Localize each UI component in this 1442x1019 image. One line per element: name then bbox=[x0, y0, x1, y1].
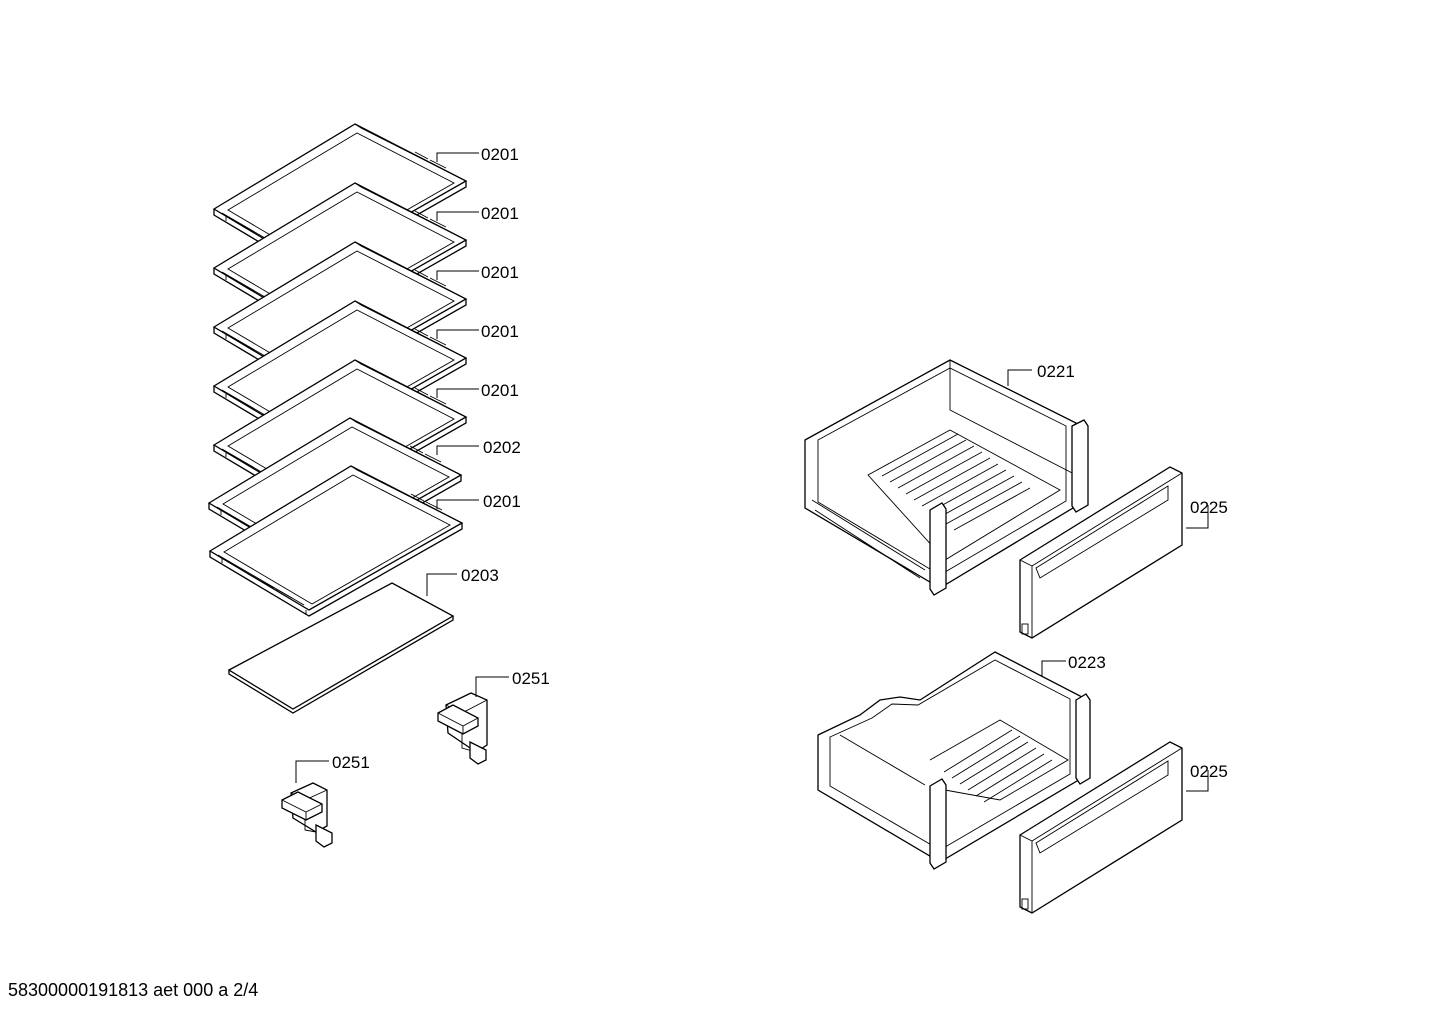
callout-drawer-upper: 0221 bbox=[1037, 362, 1075, 381]
callout-shelf-4: 0201 bbox=[481, 322, 519, 341]
callout-shelf-2: 0201 bbox=[481, 204, 519, 223]
callout-glass-plate: 0203 bbox=[461, 566, 499, 585]
document-id: 58300000191813 aet 000 a 2/4 bbox=[8, 980, 259, 1000]
drawer-front-lower bbox=[1019, 741, 1183, 914]
bracket-right bbox=[437, 692, 488, 765]
glass-plate bbox=[227, 582, 455, 714]
drawer-upper bbox=[804, 359, 1089, 596]
callout-shelf-3: 0201 bbox=[481, 263, 519, 282]
callout-bracket-right: 0251 bbox=[512, 669, 550, 688]
callout-drawer-lower: 0223 bbox=[1068, 653, 1106, 672]
callout-shelf-5: 0201 bbox=[481, 381, 519, 400]
callout-front-lower: 0225 bbox=[1190, 762, 1228, 781]
callout-bracket-left: 0251 bbox=[332, 753, 370, 772]
leader-lines bbox=[295, 152, 1209, 792]
callout-front-upper: 0225 bbox=[1190, 498, 1228, 517]
drawer-front-upper bbox=[1019, 466, 1183, 639]
callout-shelf-1: 0201 bbox=[481, 145, 519, 164]
callout-shelf-7: 0201 bbox=[483, 492, 521, 511]
drawer-lower bbox=[817, 651, 1091, 870]
bracket-left bbox=[281, 782, 333, 848]
callout-shelf-6: 0202 bbox=[483, 438, 521, 457]
